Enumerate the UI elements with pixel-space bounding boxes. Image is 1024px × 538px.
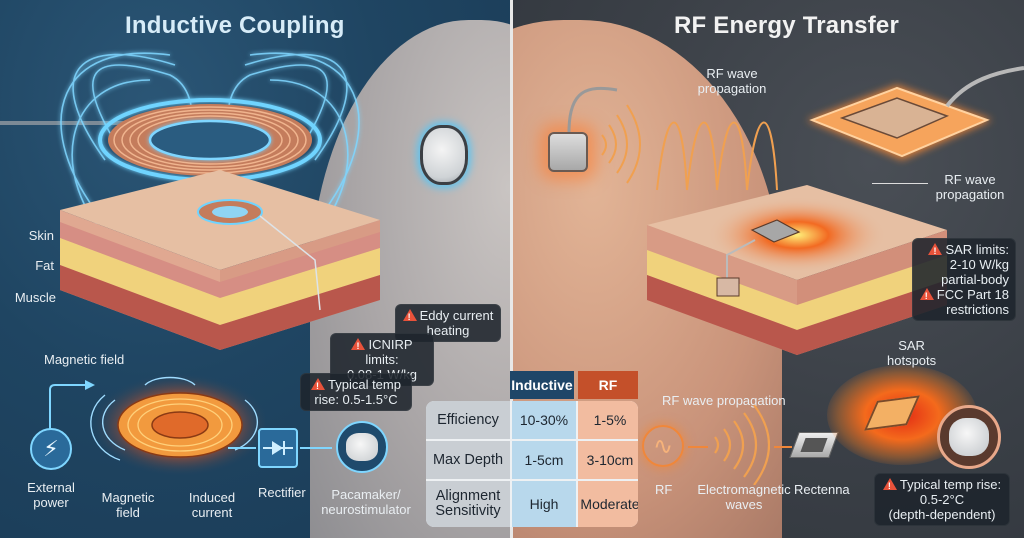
flow-arrow — [228, 447, 256, 449]
table-cell: High — [512, 481, 576, 527]
pacemaker-icon — [420, 125, 468, 185]
table-cell: Moderate — [578, 481, 638, 527]
diode-icon — [258, 428, 298, 468]
tissue-label-muscle: Muscle — [14, 290, 56, 305]
flow-connector-arrow — [49, 380, 95, 435]
warning-eddy-current: Eddy current heating — [395, 304, 501, 342]
transmitter-pad-icon — [807, 66, 1024, 160]
warning-icon — [882, 478, 897, 494]
panel-title-inductive: Inductive Coupling — [125, 12, 345, 39]
table-row-header: Efficiency — [426, 401, 510, 439]
table-cell: 1-5% — [578, 401, 638, 439]
warning-icon — [919, 288, 934, 304]
rf-wave-lines — [567, 86, 778, 191]
table-header-rf: RF — [578, 371, 638, 399]
flow-label-rf: RF — [655, 482, 673, 497]
warning-icon — [351, 338, 366, 354]
lightning-bolt-icon: ⚡ — [30, 428, 72, 470]
panel-title-rf: RF Energy Transfer — [674, 12, 900, 39]
chest-rf-patch-icon — [548, 132, 588, 172]
warning-icon — [311, 378, 325, 394]
tissue-cross-section — [60, 170, 380, 350]
table-cell: 1-5cm — [512, 441, 576, 479]
warning-icon — [928, 243, 943, 259]
table-row-header: Max Depth — [426, 441, 510, 479]
table-body: Efficiency 10-30% 1-5% Max Depth 1-5cm 3… — [426, 401, 638, 527]
wave-arcs-icon — [714, 405, 770, 485]
flow-label-magnetic-field-top: Magnetic field — [44, 352, 125, 367]
coil-icon — [90, 373, 265, 477]
tissue-label-skin: Skin — [28, 228, 54, 243]
pacemaker-icon — [937, 405, 1001, 469]
flow-arrow — [774, 446, 792, 448]
tissue-cross-section — [647, 185, 947, 355]
table-header-inductive: Inductive — [510, 371, 574, 399]
flow-label-pacemaker: Pacamaker/neurostimulator — [321, 487, 411, 517]
inductive-coupling-panel: Skin Fat Muscle Eddy current heating ICN… — [0, 0, 512, 538]
flow-arrow — [688, 446, 708, 448]
flow-arrow — [300, 447, 332, 449]
table-cell: 10-30% — [512, 401, 576, 439]
warning-typical-temp-rise-rf: Typical temp rise: 0.5-2°C (depth-depend… — [874, 473, 1010, 526]
panel-divider — [510, 0, 513, 538]
flow-label-rf-wave-propagation: RF wave propagation — [662, 393, 786, 408]
sine-wave-icon: ∿ — [642, 425, 684, 467]
leader-line — [872, 183, 928, 184]
warning-fcc-part-18: FCC Part 18 — [936, 287, 1009, 302]
table-cell: 3-10cm — [578, 441, 638, 479]
warning-icon — [402, 309, 417, 325]
warning-sar-limits: SAR limits: 2-10 W/kg partial-body FCC P… — [912, 238, 1016, 321]
tissue-label-fat: Fat — [35, 258, 54, 273]
warning-typical-temp-rise: Typical temp rise: 0.5-1.5°C — [300, 373, 412, 411]
flow-label-rectenna: Rectenna — [794, 482, 850, 497]
power-cable — [0, 121, 140, 125]
flow-label-rectifier: Rectifier — [258, 485, 306, 500]
pacemaker-icon — [336, 421, 388, 473]
rectenna-chip-icon — [789, 432, 839, 458]
